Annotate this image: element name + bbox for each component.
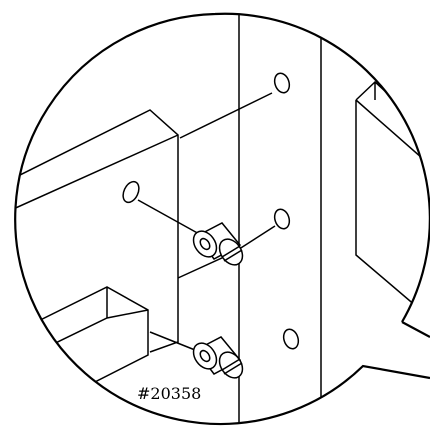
guide-line-lower-pin — [149, 331, 201, 353]
upper-pin — [192, 222, 244, 266]
magnifier-outline — [14, 12, 430, 426]
guide-line-top — [179, 92, 273, 139]
lower-block — [15, 286, 149, 416]
lower-pin — [192, 336, 244, 379]
upper-bracket-face — [15, 134, 179, 216]
rail-hole-middle — [273, 208, 291, 230]
rail-hole-bottom — [282, 328, 300, 350]
bracket-hole — [122, 180, 140, 204]
rail-hole-top — [273, 72, 291, 94]
part-number-label: #20358 — [137, 384, 201, 403]
